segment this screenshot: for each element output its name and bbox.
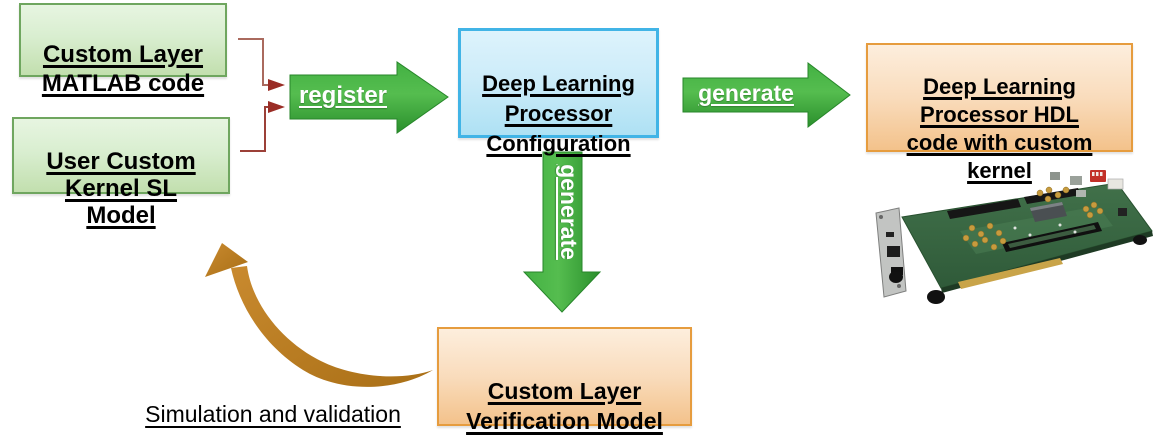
- board-misc-components: [1013, 172, 1127, 237]
- board-bracket-screw-bottom: [897, 284, 901, 288]
- custom-layer-matlab-label: Custom Layer MATLAB code: [41, 41, 205, 97]
- board-foot-right: [1133, 235, 1147, 245]
- board-fmc-insert: [1008, 225, 1096, 248]
- board-center-lighter: [960, 206, 1113, 254]
- fpga-board-photo: [875, 170, 1153, 304]
- board-bracket-screw-top: [879, 215, 883, 219]
- generate-hdl-arrow: [682, 61, 851, 129]
- custom-layer-matlab-box: Custom Layer MATLAB code: [19, 3, 227, 97]
- board-hdmi-port: [891, 267, 903, 275]
- dl-processor-hdl-code-box: Deep Learning Processor HDL code with cu…: [866, 43, 1133, 183]
- simulation-validation-caption: Simulation and validation: [145, 401, 401, 427]
- board-dip-pins: [1092, 172, 1103, 176]
- board-ethernet-port: [887, 246, 900, 257]
- custom-layer-verification-label: Custom Layer Verification Model: [466, 378, 663, 434]
- board-edge-connector: [958, 258, 1063, 289]
- board-foot-middle: [927, 290, 945, 304]
- generate-verification-arrow-label: generate: [556, 164, 582, 260]
- register-arrow: [289, 61, 449, 134]
- connector-matlab-to-register: [238, 38, 285, 91]
- generate-hdl-arrow-label: generate: [698, 80, 794, 106]
- dl-processor-configuration-label: Deep Learning Processor Configuration: [482, 71, 635, 156]
- connector-kernel-to-register: [240, 101, 285, 152]
- board-heatsink-top: [1030, 202, 1063, 211]
- board-dimm-slot-1: [947, 199, 1021, 219]
- custom-layer-verification-box: Custom Layer Verification Model: [437, 327, 692, 434]
- user-custom-kernel-box: User Custom Kernel SL Model: [12, 117, 230, 229]
- feedback-swoosh-arrow: [205, 243, 433, 387]
- dl-processor-configuration-box: Deep Learning Processor Configuration: [458, 28, 659, 156]
- board-foot-left: [889, 271, 903, 283]
- board-power-connector: [1107, 178, 1124, 190]
- register-arrow-label: register: [298, 82, 388, 109]
- board-capacitors: [962, 186, 1104, 251]
- dl-processor-hdl-code-label: Deep Learning Processor HDL code with cu…: [906, 74, 1093, 183]
- user-custom-kernel-label: User Custom Kernel SL Model: [46, 148, 196, 229]
- generate-verification-arrow: [522, 151, 602, 313]
- board-usb-port: [886, 232, 894, 237]
